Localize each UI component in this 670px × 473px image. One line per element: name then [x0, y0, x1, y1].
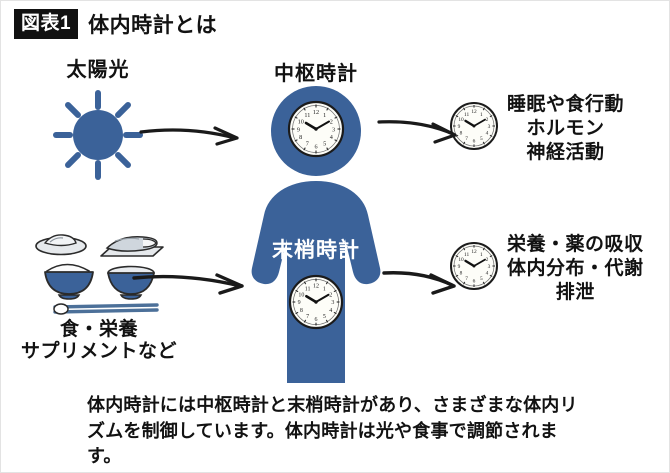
side-dish-plate-icon [35, 234, 87, 256]
svg-text:10: 10 [458, 117, 464, 123]
japanese-meal-icon [9, 229, 189, 317]
input-food-nutrition: 食・栄養 サプリメントなど [9, 229, 189, 364]
svg-text:1: 1 [323, 287, 326, 293]
figure-number-badge: 図表1 [14, 9, 79, 39]
sunlight-label: 太陽光 [66, 59, 130, 81]
svg-text:7: 7 [465, 136, 468, 142]
svg-text:12: 12 [313, 283, 319, 289]
svg-text:8: 8 [460, 131, 463, 137]
svg-text:8: 8 [299, 134, 302, 141]
output-top-clock-icon: 12 1 2 3 4 5 6 7 8 9 10 11 [449, 101, 499, 156]
svg-text:6: 6 [473, 279, 476, 285]
svg-text:6: 6 [314, 144, 317, 151]
chopsticks-icon [53, 303, 159, 315]
svg-text:8: 8 [300, 308, 303, 314]
soup-bowl-icon [107, 265, 155, 300]
page-title: 体内時計とは [88, 14, 218, 37]
central-clock-label: 中枢時計 [274, 63, 358, 85]
svg-text:9: 9 [458, 264, 461, 270]
svg-text:11: 11 [304, 112, 310, 119]
svg-text:5: 5 [480, 276, 483, 282]
svg-text:12: 12 [313, 109, 319, 116]
svg-text:2: 2 [329, 293, 332, 299]
peripheral-clock-label: 末梢時計 [272, 239, 360, 262]
output-bottom-clock-icon: 12 1 2 3 4 5 6 7 8 9 10 11 [449, 241, 499, 296]
svg-text:12: 12 [471, 109, 477, 115]
svg-text:9: 9 [297, 126, 300, 133]
svg-text:5: 5 [480, 136, 483, 142]
svg-text:4: 4 [330, 134, 333, 141]
output-top: 12 1 2 3 4 5 6 7 8 9 10 11 [449, 93, 663, 164]
svg-text:2: 2 [486, 257, 489, 263]
grilled-fish-plate-icon [100, 235, 164, 257]
human-silhouette-icon: 中枢時計 [216, 63, 416, 383]
svg-text:11: 11 [464, 252, 469, 258]
svg-text:10: 10 [298, 293, 304, 299]
svg-text:4: 4 [486, 271, 489, 277]
svg-text:5: 5 [323, 141, 326, 148]
svg-text:1: 1 [480, 252, 483, 258]
rice-bowl-icon [44, 263, 94, 300]
svg-text:3: 3 [488, 264, 491, 270]
svg-text:3: 3 [488, 124, 491, 130]
input-sunlight: 太陽光 [23, 59, 173, 183]
svg-text:1: 1 [323, 112, 326, 119]
svg-text:11: 11 [305, 287, 311, 293]
svg-text:5: 5 [323, 314, 326, 320]
svg-text:12: 12 [471, 249, 477, 255]
svg-text:7: 7 [306, 314, 309, 320]
output-top-label: 睡眠や食行動 ホルモン 神経活動 [507, 94, 625, 163]
svg-text:6: 6 [315, 317, 318, 323]
svg-text:2: 2 [330, 118, 333, 125]
svg-text:1: 1 [480, 112, 483, 118]
svg-text:7: 7 [306, 141, 309, 148]
output-bottom: 12 1 2 3 4 5 6 7 8 9 10 11 [449, 233, 663, 304]
svg-text:9: 9 [458, 124, 461, 130]
svg-text:10: 10 [298, 118, 304, 125]
output-bottom-label: 栄養・薬の吸収 体内分布・代謝 排泄 [507, 234, 644, 303]
svg-text:6: 6 [473, 139, 476, 145]
torso-clock-icon: 12 1 2 3 4 5 6 7 8 9 10 11 [288, 274, 344, 330]
svg-text:10: 10 [458, 257, 464, 263]
head-clock-icon: 12 1 2 3 4 5 6 7 8 9 10 11 [287, 100, 345, 158]
svg-text:8: 8 [460, 271, 463, 277]
svg-text:11: 11 [464, 112, 469, 118]
figure-title-row: 図表1 体内時計とは [14, 9, 217, 39]
figure-caption: 体内時計には中枢時計と末梢時計があり、さまざまな体内リズムを制御しています。体内… [87, 395, 578, 467]
svg-text:3: 3 [331, 300, 334, 306]
svg-text:2: 2 [486, 117, 489, 123]
svg-text:9: 9 [298, 300, 301, 306]
svg-text:7: 7 [465, 276, 468, 282]
svg-text:3: 3 [332, 126, 335, 133]
svg-text:4: 4 [486, 131, 489, 137]
svg-text:4: 4 [329, 308, 332, 314]
food-nutrition-label: 食・栄養 サプリメントなど [20, 319, 177, 363]
sun-icon [23, 87, 173, 183]
